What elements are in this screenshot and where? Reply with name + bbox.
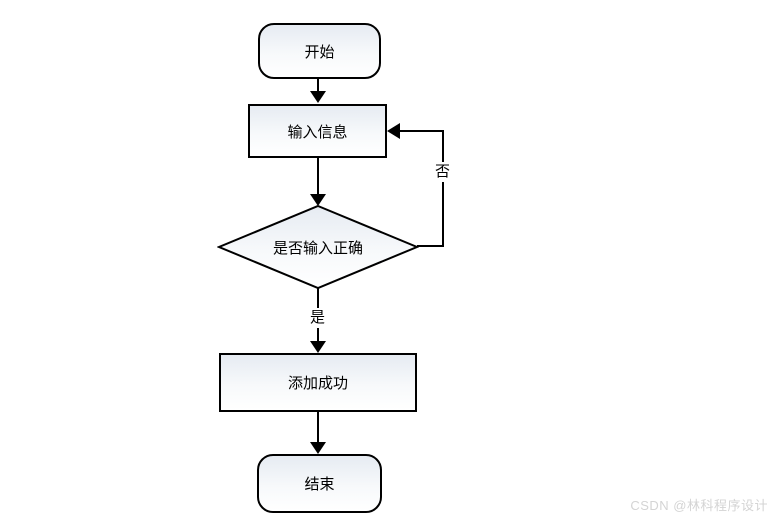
node-add-success-label: 添加成功 (287, 375, 348, 392)
arrowhead-down-icon (310, 194, 326, 206)
edge-label-no: 否 (433, 162, 453, 182)
node-decision-label: 是否输入正确 (272, 239, 363, 257)
edge-start-to-input (317, 79, 319, 93)
node-input-info: 输入信息 (248, 104, 387, 158)
node-input-info-label: 输入信息 (287, 123, 348, 141)
arrowhead-down-icon (310, 442, 326, 454)
edge-no-branch-return (400, 130, 444, 132)
node-start: 开始 (258, 23, 381, 79)
edge-no-branch-vertical (442, 130, 444, 247)
arrowhead-left-icon (387, 123, 400, 139)
node-end: 结束 (257, 454, 382, 513)
node-add-success: 添加成功 (219, 353, 417, 412)
arrowhead-down-icon (310, 91, 326, 103)
arrowhead-down-icon (310, 341, 326, 353)
edge-success-to-end (317, 412, 319, 444)
watermark: CSDN @林科程序设计 (630, 498, 768, 513)
edge-no-branch-horizontal (417, 245, 444, 247)
edge-label-yes: 是 (308, 308, 328, 328)
diamond-shape (217, 204, 419, 290)
node-decision: 是否输入正确 (217, 204, 419, 290)
node-end-label: 结束 (304, 476, 335, 493)
node-start-label: 开始 (304, 43, 335, 61)
edge-input-to-decision (317, 158, 319, 196)
